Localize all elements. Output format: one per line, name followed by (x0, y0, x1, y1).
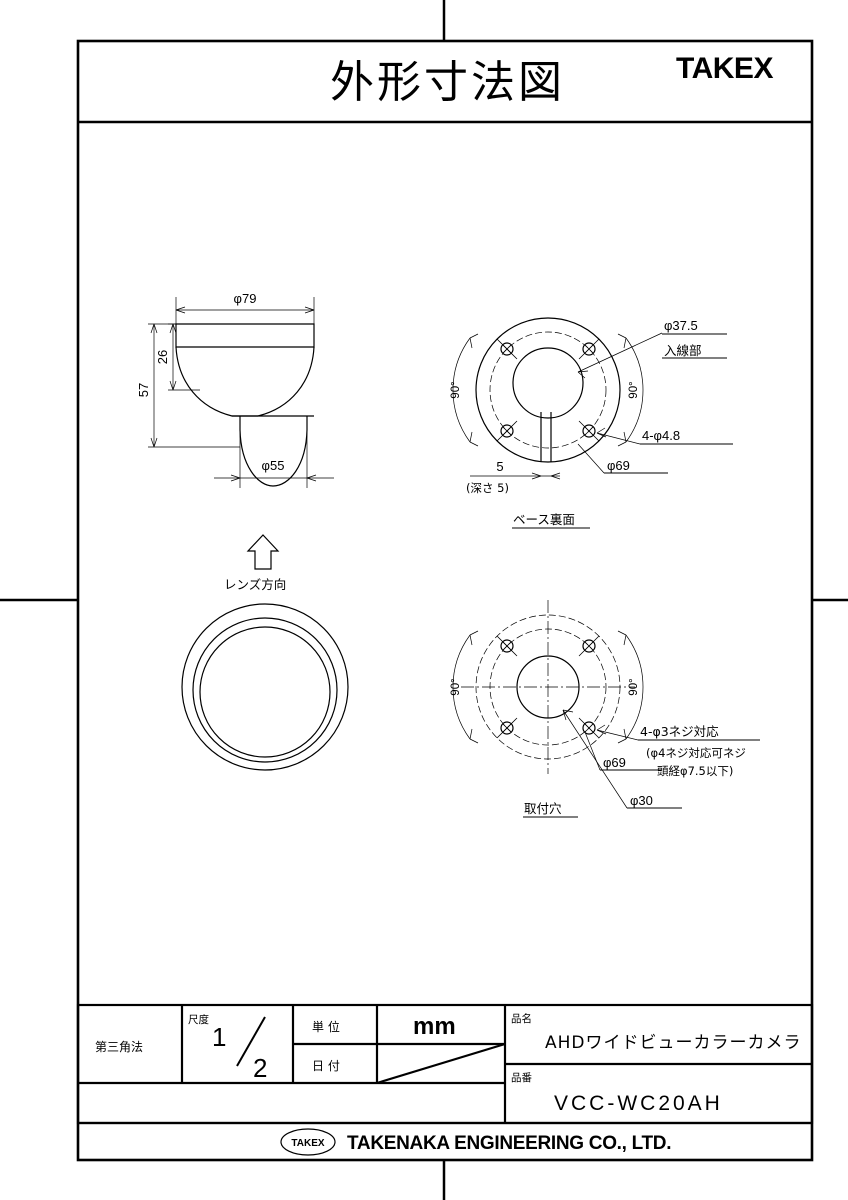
label-lens-direction: レンズ方向 (224, 577, 286, 592)
dim-slot-width: 5 (496, 459, 503, 474)
dim-angle-right-mount: 90° (628, 678, 640, 695)
value-part-no: VCC-WC20AH (554, 1092, 723, 1115)
value-scale-denominator: 2 (253, 1053, 267, 1083)
dim-entry-hole: φ37.5 (664, 318, 698, 333)
dim-base-bolt-circle: φ69 (607, 458, 630, 473)
dim-angle-right-base: 90° (628, 381, 640, 398)
label-entry-hole: 入線部 (664, 343, 702, 358)
label-unit: 単 位 (312, 1019, 340, 1034)
side-elevation-view: φ79 φ55 57 26 (136, 291, 334, 488)
base-screw-holes (496, 338, 600, 442)
header-band: 外形寸法図 TAKEX (330, 52, 774, 108)
dim-overall-height: 57 (136, 383, 151, 397)
footer-bar: TAKEX TAKENAKA ENGINEERING CO., LTD. (280, 1128, 672, 1156)
bottom-lens-view: レンズ方向 (181, 534, 349, 771)
dim-mount-screw-spec: 4-φ3ネジ対応 (640, 724, 719, 739)
label-scale: 尺度 (188, 1013, 209, 1026)
label-product-name: 品名 (511, 1012, 532, 1025)
dim-angle-left-mount: 90° (450, 678, 462, 695)
title-block: 第三角法 尺度 1 2 単 位 mm 日 付 品名 AHDワイドビューカラーカメ… (76, 1003, 814, 1125)
dim-angle-left-base: 90° (450, 381, 462, 398)
dim-mount-center-hole: φ30 (630, 793, 653, 808)
value-scale-numerator: 1 (212, 1022, 226, 1052)
base-back-view: 90° 90° φ37.5 入線部 4-φ4.8 φ69 5 (深さ 5) ベー… (450, 317, 733, 529)
label-part-no: 品番 (511, 1072, 532, 1084)
value-product-name: AHDワイドビューカラーカメラ (545, 1033, 802, 1053)
note-screw-line2: 頭経φ7.5以下) (657, 764, 733, 778)
dim-top-diameter: φ79 (234, 291, 257, 306)
dim-mount-bolt-circle: φ69 (603, 755, 626, 770)
brand-logo: TAKEX (676, 52, 773, 85)
mounting-hole-view: 90° 90° 4-φ3ネジ対応 (φ4ネジ対応可ネジ 頭経φ7.5以下) φ6… (450, 600, 760, 818)
mount-screw-holes (496, 635, 600, 739)
footer-company: TAKENAKA ENGINEERING CO., LTD. (347, 1133, 671, 1154)
page-title: 外形寸法図 (330, 57, 565, 108)
label-projection: 第三角法 (95, 1040, 143, 1054)
dim-bottom-diameter: φ55 (262, 458, 285, 473)
dim-slot-depth: (深さ 5) (466, 481, 509, 495)
value-unit: mm (413, 1013, 456, 1040)
label-date: 日 付 (312, 1059, 340, 1073)
dim-base-screw-holes: 4-φ4.8 (642, 428, 680, 443)
caption-mount-holes: 取付穴 (524, 801, 562, 816)
footer-logo-text: TAKEX (291, 1138, 324, 1149)
note-screw-line1: (φ4ネジ対応可ネジ (646, 746, 746, 760)
dim-upper-height: 26 (155, 350, 170, 364)
caption-base-back: ベース裏面 (513, 512, 575, 527)
